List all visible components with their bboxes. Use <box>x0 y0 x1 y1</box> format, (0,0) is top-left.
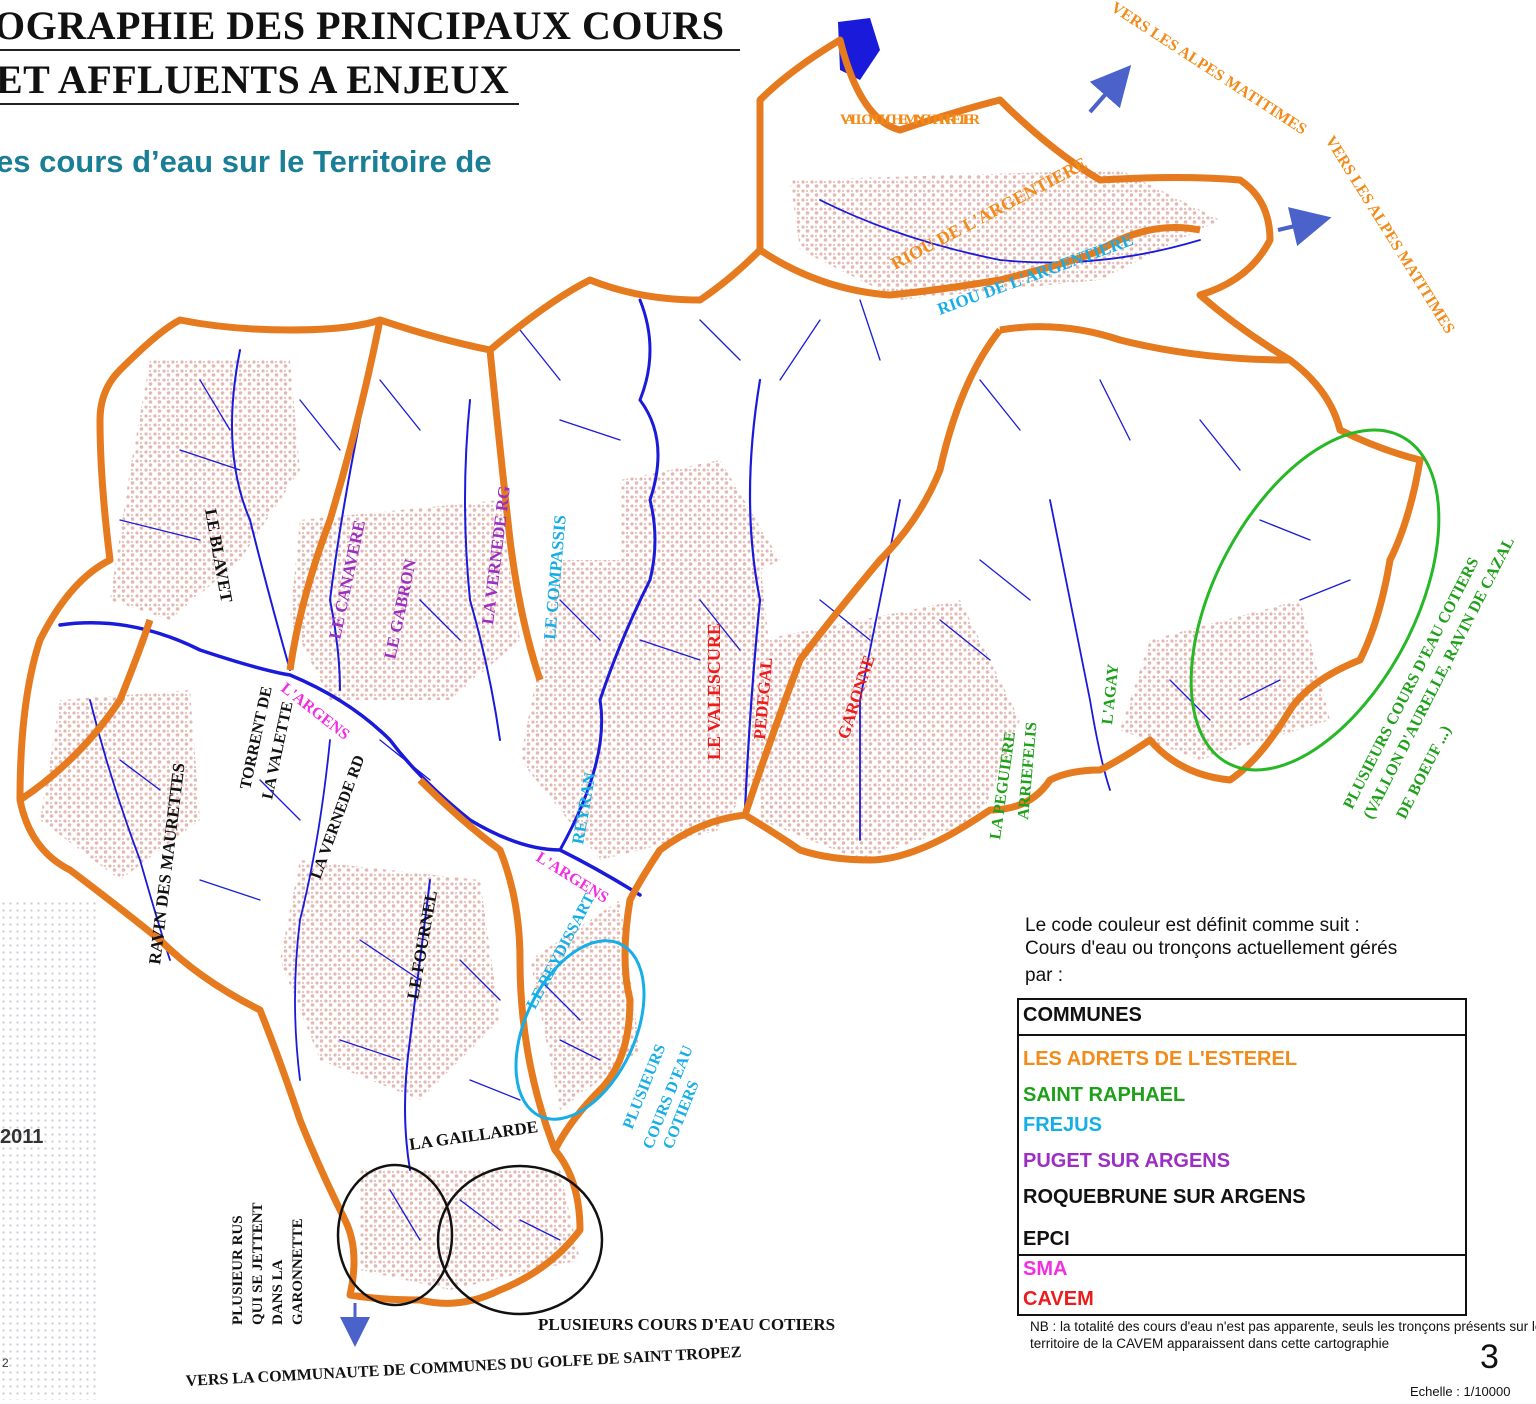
label-valescure: LE VALESCURE <box>704 623 724 760</box>
arrow-alpes-2 <box>1277 207 1332 247</box>
legend-intro-line2: Cours d'eau ou tronçons actuellement gér… <box>1025 938 1398 959</box>
urban-agay <box>1120 600 1330 760</box>
legend-item-saint-raphael: SAINT RAPHAEL <box>1023 1084 1186 1106</box>
legend-item-roquebrune: ROQUEBRUNE SUR ARGENS <box>1023 1186 1306 1208</box>
margin-year: 2011 <box>0 1126 44 1148</box>
tributaries-1 <box>119 299 1351 1241</box>
legend-divider <box>1019 1034 1465 1036</box>
legend-intro-line1: Le code couleur est définit comme suit : <box>1025 915 1360 936</box>
legend-box: COMMUNES LES ADRETS DE L'ESTEREL SAINT R… <box>1017 998 1467 1316</box>
north-boundary <box>758 224 1201 299</box>
cotiers-black-ellipse <box>436 1164 604 1316</box>
cotiers-cyan-ellipse <box>514 939 646 1121</box>
urban-puget <box>290 500 520 700</box>
urban-west <box>110 360 300 620</box>
puget-boundary <box>286 319 384 671</box>
legend-epci-heading: EPCI <box>1023 1228 1070 1250</box>
urban-mid-west <box>40 690 200 880</box>
label-rus-1: PLUSIEUR RUS <box>230 1215 246 1325</box>
label-gaillarde: LA GAILLARDE <box>408 1117 539 1154</box>
page-title-line2: ET AFFLUENTS A ENJEUX <box>0 56 520 105</box>
margin-page-number: 2 <box>2 1356 9 1370</box>
urban-saint-raphael <box>760 600 1020 860</box>
territory-boundaries <box>16 36 1424 1307</box>
agay-river <box>1049 499 1111 791</box>
legend-item-frejus: FREJUS <box>1023 1114 1102 1136</box>
page-title-line1: OGRAPHIE DES PRINCIPAUX COURS <box>0 2 741 51</box>
label-vallon: VALLON DU CHEMIN CHARRETIER <box>840 112 980 128</box>
fournel-river <box>404 879 431 1171</box>
legend-item-adrets: LES ADRETS DE L'ESTEREL <box>1023 1048 1298 1070</box>
page-subtitle: es cours d’eau sur le Territoire de <box>0 144 492 179</box>
riou-river <box>819 199 1201 264</box>
legend-note: NB : la totalité des cours d'eau n'est p… <box>1030 1319 1536 1351</box>
legend-intro-line3: par : <box>1025 965 1064 986</box>
roquebrune-boundary <box>417 777 559 1152</box>
cotiers-green-ellipse <box>1189 428 1441 772</box>
label-arriefelis: ARRIEFELIS <box>1015 721 1040 820</box>
label-rus-3: DANS LA <box>270 1259 286 1325</box>
legend-intro: Le code couleur est définit comme suit :… <box>1025 914 1536 987</box>
label-vers-alpes-2: VERS LES ALPES MATITIMES <box>1322 133 1458 337</box>
urban-center <box>620 460 780 600</box>
label-rus-2: QUI SE JETTENT <box>250 1202 266 1325</box>
east-boundary <box>741 327 1003 817</box>
label-cotiers-green-1: PLUSIEURS COURS D'EAU COTIERS <box>1340 555 1482 812</box>
legend-communes-heading: COMMUNES <box>1023 1004 1142 1026</box>
urban-roquebrune <box>280 860 500 1100</box>
urban-coast-south <box>530 900 640 1110</box>
legend-item-cavem: CAVEM <box>1023 1288 1094 1310</box>
label-cotiers-black: PLUSIEURS COURS D'EAU COTIERS <box>538 1315 835 1334</box>
label-vers-alpes-1: VERS LES ALPES MATITIMES <box>1108 0 1310 138</box>
urban-areas <box>40 170 1330 1290</box>
page-number: 3 <box>1480 1338 1499 1376</box>
vernede-rd-river <box>294 739 331 1081</box>
label-agay: L'AGAY <box>1099 663 1122 726</box>
dotted-margin-pattern <box>0 900 100 1400</box>
blavet-river <box>231 349 291 671</box>
urban-north <box>790 170 1220 300</box>
puget-boundary-2 <box>486 349 544 682</box>
valescure-river <box>743 378 762 812</box>
maurettes-river <box>89 699 171 961</box>
vernede-river <box>464 399 501 741</box>
label-rus-4: GARONNETTE <box>290 1218 306 1325</box>
canavere-river <box>328 419 361 691</box>
reyran-river <box>558 298 660 852</box>
label-vernede-rd: LA VERNEDE RD <box>308 753 369 881</box>
river-network <box>58 18 1351 1241</box>
map-scale: Echelle : 1/10000 <box>1410 1384 1511 1399</box>
label-vers-golfe: VERS LA COMMUNAUTE DE COMMUNES DU GOLFE … <box>185 1344 741 1390</box>
rus-black-ellipse <box>336 1163 454 1307</box>
outer-boundary <box>16 36 1424 1307</box>
arrow-alpes-1 <box>1088 64 1132 114</box>
urban-gaillarde <box>360 1170 580 1290</box>
urban-frejus <box>520 560 780 860</box>
legend-item-puget: PUGET SUR ARGENS <box>1023 1150 1231 1172</box>
legend-divider-epci <box>1019 1254 1465 1256</box>
legend-item-sma: SMA <box>1023 1258 1068 1280</box>
mid-boundary <box>18 618 154 803</box>
east-boundary-2 <box>999 323 1291 364</box>
